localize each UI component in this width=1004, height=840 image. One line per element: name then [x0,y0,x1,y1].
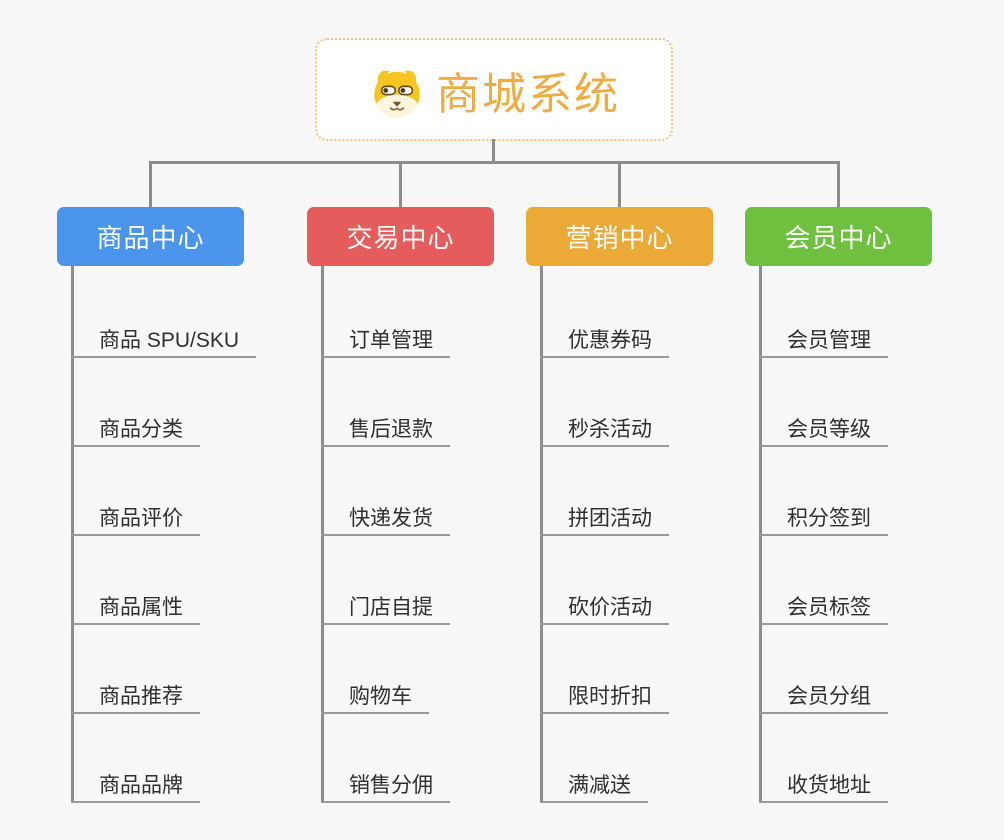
leaf-node[interactable]: 会员标签 [759,581,888,625]
drop-line-members [837,161,840,208]
leaf-node[interactable]: 会员分组 [759,670,888,714]
leaf-node[interactable]: 秒杀活动 [540,403,669,447]
dog-mascot-icon [374,70,420,117]
branch-node-marketing-center[interactable]: 营销中心 [526,207,713,266]
leaf-node[interactable]: 购物车 [321,670,429,714]
leaf-node[interactable]: 商品分类 [71,403,200,447]
drop-line-products [149,161,152,208]
leaf-node[interactable]: 积分签到 [759,492,888,536]
branch-node-trade-center[interactable]: 交易中心 [307,207,494,266]
drop-line-trade [399,161,402,208]
leaf-node[interactable]: 收货地址 [759,759,888,803]
branch-label: 会员中心 [784,223,893,253]
root-node[interactable]: 商城系统 [315,38,673,141]
leaf-node[interactable]: 快递发货 [321,492,450,536]
leaf-node[interactable]: 门店自提 [321,581,450,625]
branch-node-product-center[interactable]: 商品中心 [57,207,244,266]
leaf-node[interactable]: 限时折扣 [540,670,669,714]
leaf-node[interactable]: 会员等级 [759,403,888,447]
trunk-line-trade [321,266,324,801]
leaf-node[interactable]: 优惠券码 [540,314,669,358]
leaf-node[interactable]: 销售分佣 [321,759,450,803]
trunk-line-members [759,266,762,801]
branch-label: 营销中心 [565,223,674,253]
trunk-line-products [71,266,74,801]
root-title: 商城系统 [436,69,620,119]
leaf-node[interactable]: 拼团活动 [540,492,669,536]
leaf-node[interactable]: 砍价活动 [540,581,669,625]
branch-label: 交易中心 [346,223,455,253]
branch-connector-bar [149,161,840,164]
branch-node-member-center[interactable]: 会员中心 [745,207,932,266]
leaf-node[interactable]: 商品推荐 [71,670,200,714]
leaf-node[interactable]: 订单管理 [321,314,450,358]
leaf-node[interactable]: 满减送 [540,759,648,803]
leaf-node[interactable]: 会员管理 [759,314,888,358]
leaf-node[interactable]: 商品 SPU/SKU [71,314,257,358]
drop-line-marketing [618,161,621,208]
branch-label: 商品中心 [96,223,205,253]
trunk-line-marketing [540,266,543,801]
root-stem-line [492,139,495,162]
leaf-node[interactable]: 商品品牌 [71,759,200,803]
leaf-node[interactable]: 售后退款 [321,403,450,447]
leaf-node[interactable]: 商品评价 [71,492,200,536]
leaf-node[interactable]: 商品属性 [71,581,200,625]
